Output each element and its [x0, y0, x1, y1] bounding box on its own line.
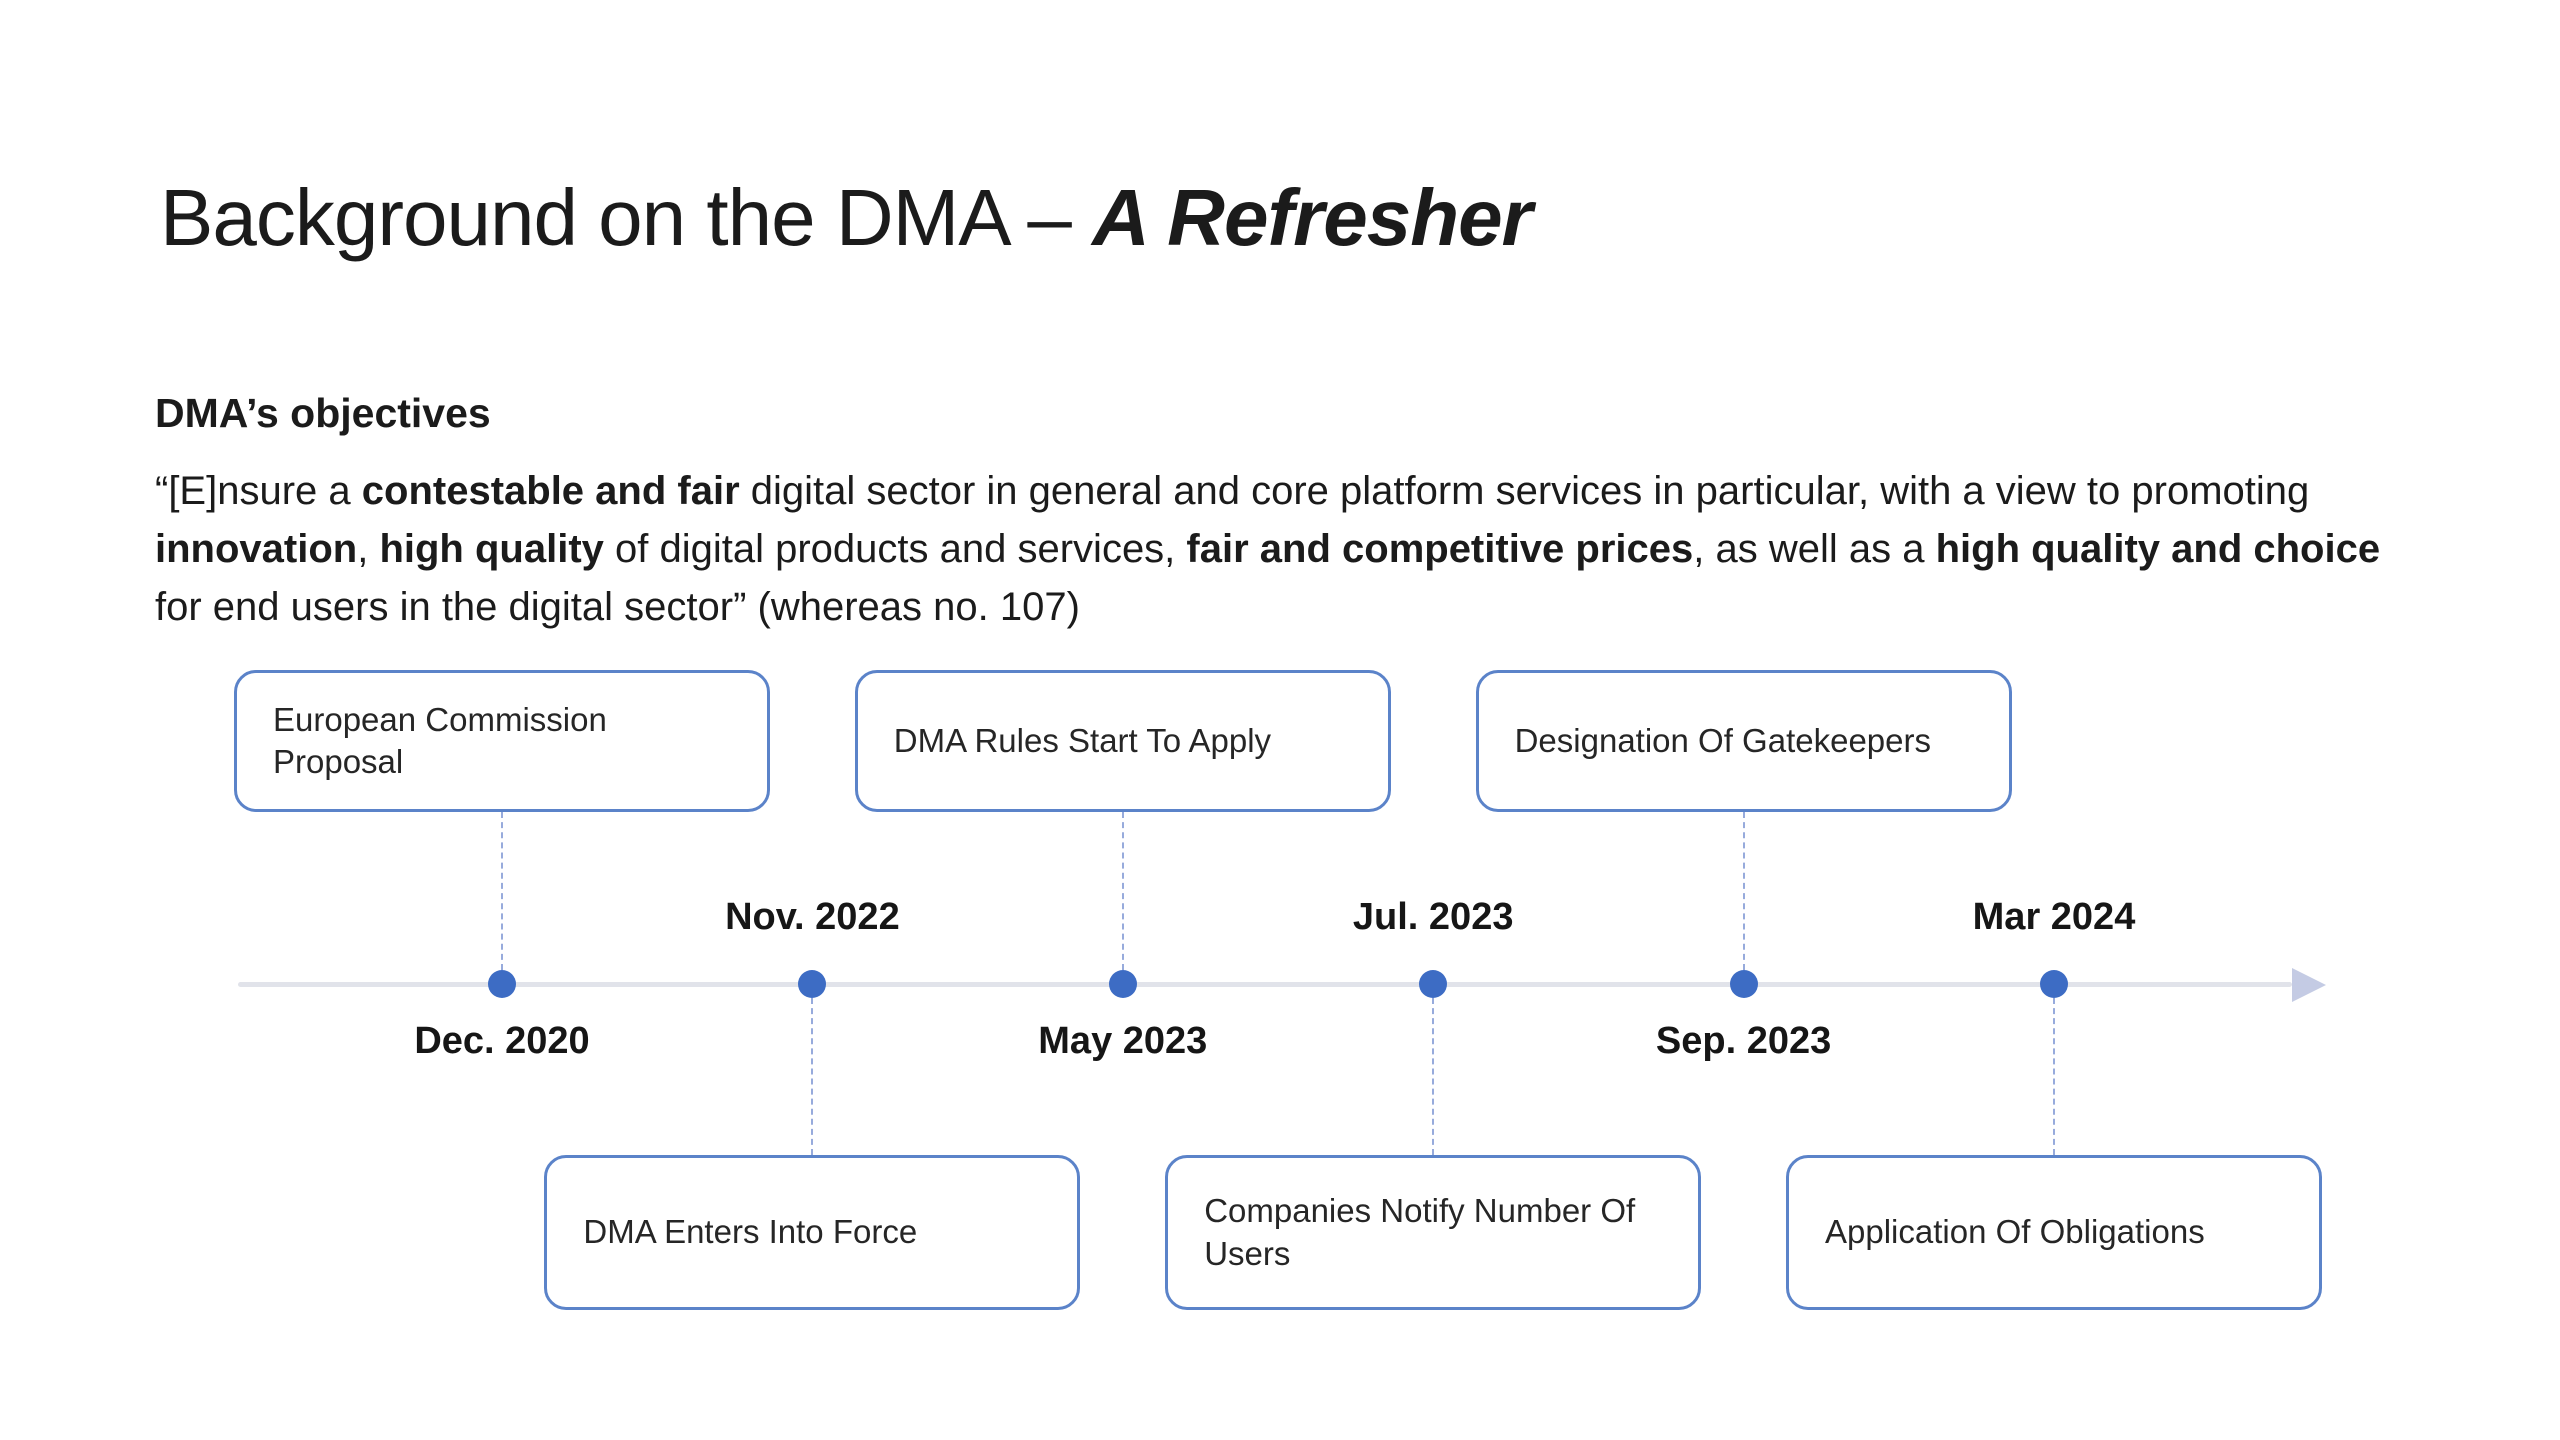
event-date: Jul. 2023 — [1352, 896, 1514, 938]
page-title-regular: Background on the DMA – — [160, 172, 1093, 262]
event-date: Mar 2024 — [1972, 896, 2136, 938]
event-box: DMA Rules Start To Apply — [854, 670, 1391, 812]
page-title-emphasis: A Refresher — [1092, 172, 1533, 262]
event-box: Designation Of Gatekeepers — [1475, 670, 2012, 812]
event-box-label: Designation Of Gatekeepers — [1514, 721, 1931, 759]
event-box: European Commission Proposal — [234, 670, 770, 812]
quote-segment: “[E]nsure a — [155, 469, 362, 513]
quote-paragraph: “[E]nsure a contestable and fair digital… — [155, 462, 2425, 636]
event-box-label: DMA Rules Start To Apply — [893, 721, 1272, 759]
quote-segment: for end users in the digital sector” (wh… — [155, 585, 1080, 629]
event-date: Nov. 2022 — [725, 896, 900, 938]
event-box-label: Application Of Obligations — [1825, 1213, 2205, 1251]
quote-segment: digital sector in general and core platf… — [739, 469, 2310, 513]
event-connector — [811, 998, 814, 1155]
quote-segment: high quality — [379, 527, 604, 571]
quote-segment: of digital products and services, — [603, 527, 1187, 571]
event-connector — [1742, 812, 1745, 970]
event-box-label: DMA Enters Into Force — [583, 1213, 918, 1251]
event-date: Sep. 2023 — [1655, 1020, 1832, 1062]
event-box-label: Companies Notify Number Of Users — [1204, 1192, 1636, 1272]
event-connector — [501, 812, 503, 970]
event-box: Companies Notify Number Of Users — [1165, 1155, 1702, 1310]
event-box-label: European Commission Proposal — [273, 700, 607, 780]
quote-segment: innovation — [155, 527, 358, 571]
quote-segment: , as well as a — [1693, 527, 1936, 571]
quote-segment: , — [357, 527, 380, 571]
quote-segment: fair and competitive prices — [1186, 527, 1694, 571]
event-box: DMA Enters Into Force — [544, 1155, 1081, 1310]
timeline-arrow-icon — [2292, 968, 2326, 1002]
event-date: May 2023 — [1038, 1020, 1208, 1062]
page-title: Background on the DMA – A Refresher — [160, 172, 1533, 264]
quote-segment: high quality and choice — [1935, 527, 2381, 571]
timeline-axis — [238, 982, 2292, 987]
event-connector — [1121, 812, 1124, 970]
quote-segment: contestable and fair — [361, 469, 740, 513]
objectives-heading: DMA’s objectives — [155, 390, 491, 436]
event-connector — [1432, 998, 1435, 1155]
event-box: Application Of Obligations — [1786, 1155, 2322, 1310]
event-date: Dec. 2020 — [414, 1020, 590, 1062]
event-connector — [2053, 998, 2055, 1155]
